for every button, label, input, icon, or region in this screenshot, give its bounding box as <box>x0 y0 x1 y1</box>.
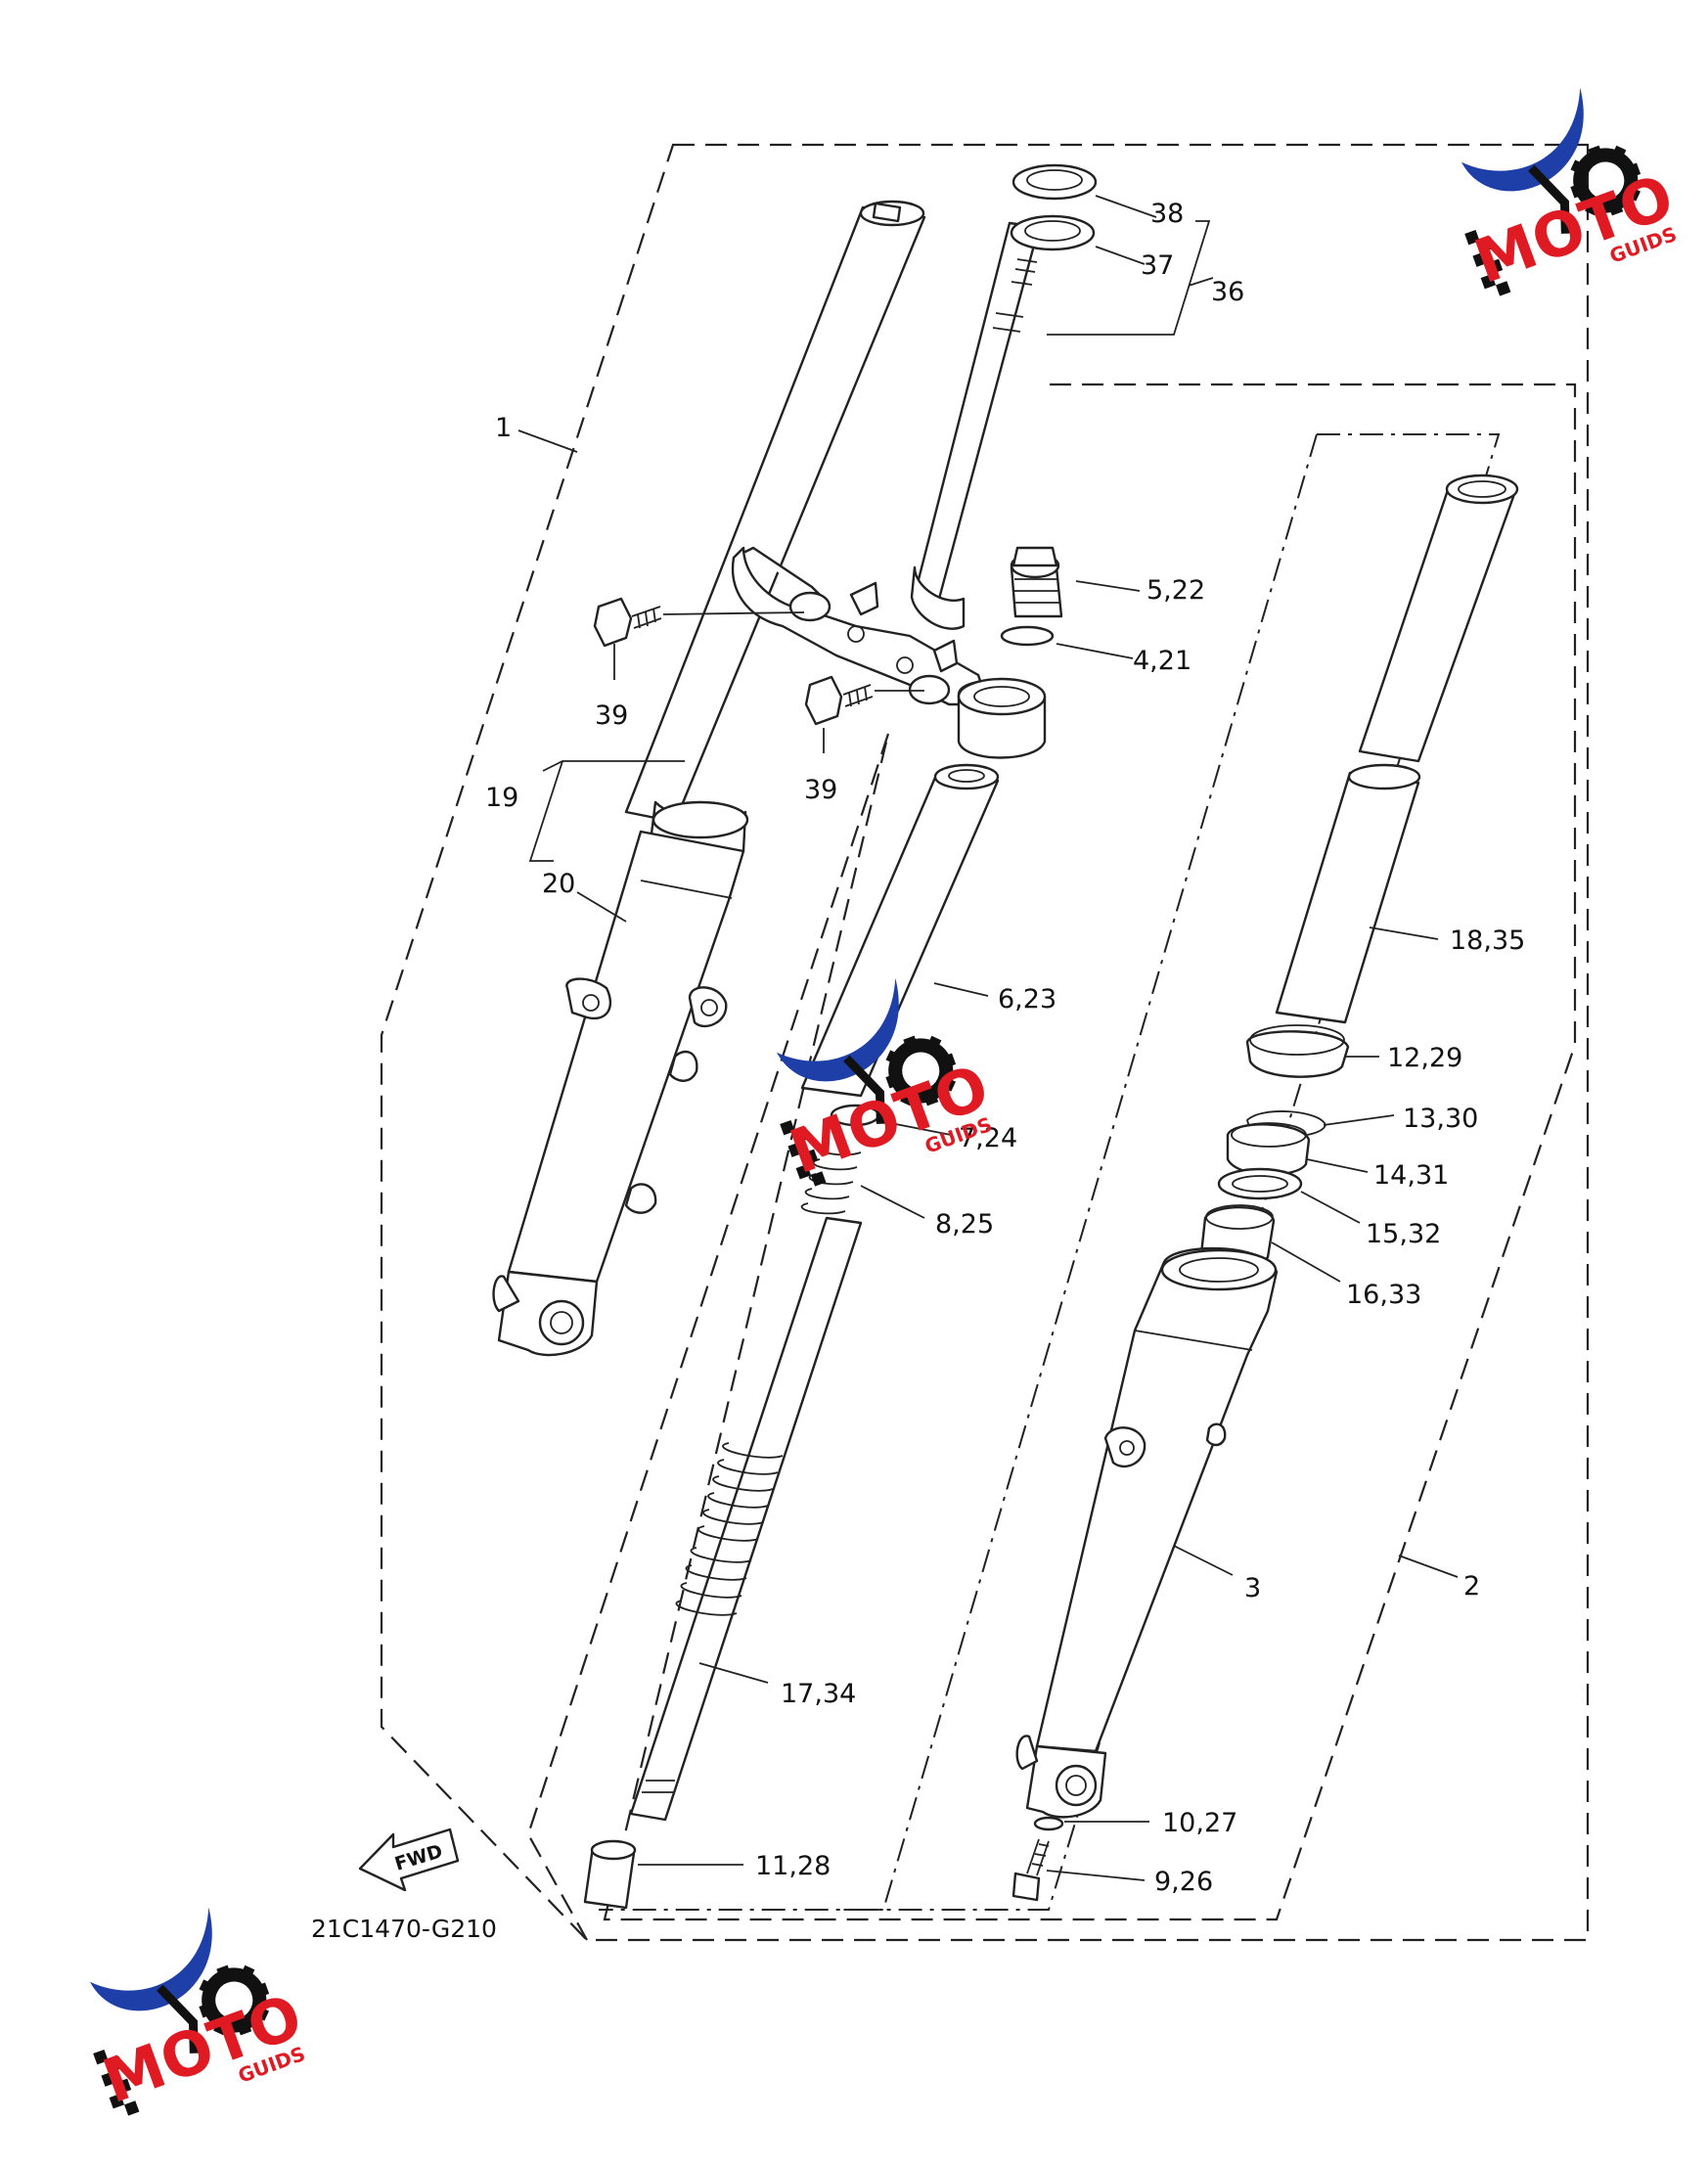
label-11-28: 11,28 <box>755 1851 831 1881</box>
watermark-logo-top-right: MOTO GUIDS <box>1431 71 1683 312</box>
label-6-23: 6,23 <box>998 984 1056 1015</box>
watermark-logo-bottom-left: MOTO GUIDS <box>60 1891 311 2132</box>
label-15-32: 15,32 <box>1366 1219 1441 1249</box>
assembly-outline-inner <box>526 733 890 1941</box>
label-1: 1 <box>495 413 512 443</box>
diagram-code: 21C1470-G210 <box>311 1915 497 1943</box>
label-18-35: 18,35 <box>1450 925 1525 956</box>
label-2: 2 <box>1463 1571 1480 1602</box>
left-fork-assembly <box>492 163 1098 1357</box>
label-36: 36 <box>1211 277 1244 307</box>
label-4-21: 4,21 <box>1133 646 1191 676</box>
label-3: 3 <box>1244 1573 1261 1603</box>
fwd-arrow: FWD <box>358 1828 460 1892</box>
label-37: 37 <box>1141 250 1174 281</box>
label-13-30: 13,30 <box>1403 1104 1478 1134</box>
label-7-24: 7,24 <box>959 1123 1017 1153</box>
component-frame-left <box>599 433 1318 1911</box>
label-17-34: 17,34 <box>781 1679 856 1709</box>
label-39-right: 39 <box>804 775 837 805</box>
label-39-left: 39 <box>595 700 628 731</box>
label-10-27: 10,27 <box>1162 1808 1237 1838</box>
label-16-33: 16,33 <box>1346 1280 1421 1310</box>
label-5-22: 5,22 <box>1146 575 1205 606</box>
label-20: 20 <box>542 869 575 899</box>
right-fork-exploded <box>1011 474 1519 1902</box>
assembly-outline-1 <box>380 143 1590 1942</box>
label-8-25: 8,25 <box>935 1209 994 1240</box>
label-9-26: 9,26 <box>1154 1867 1213 1897</box>
assembly-outline-2 <box>603 383 1577 1921</box>
label-14-31: 14,31 <box>1373 1160 1449 1191</box>
label-19: 19 <box>485 783 518 813</box>
label-38: 38 <box>1150 199 1184 229</box>
label-12-29: 12,29 <box>1387 1043 1462 1073</box>
leader-lines <box>517 195 1459 1881</box>
part-labels: 38 37 36 1 5,22 4,21 39 39 19 20 18,35 6… <box>485 199 1525 1897</box>
